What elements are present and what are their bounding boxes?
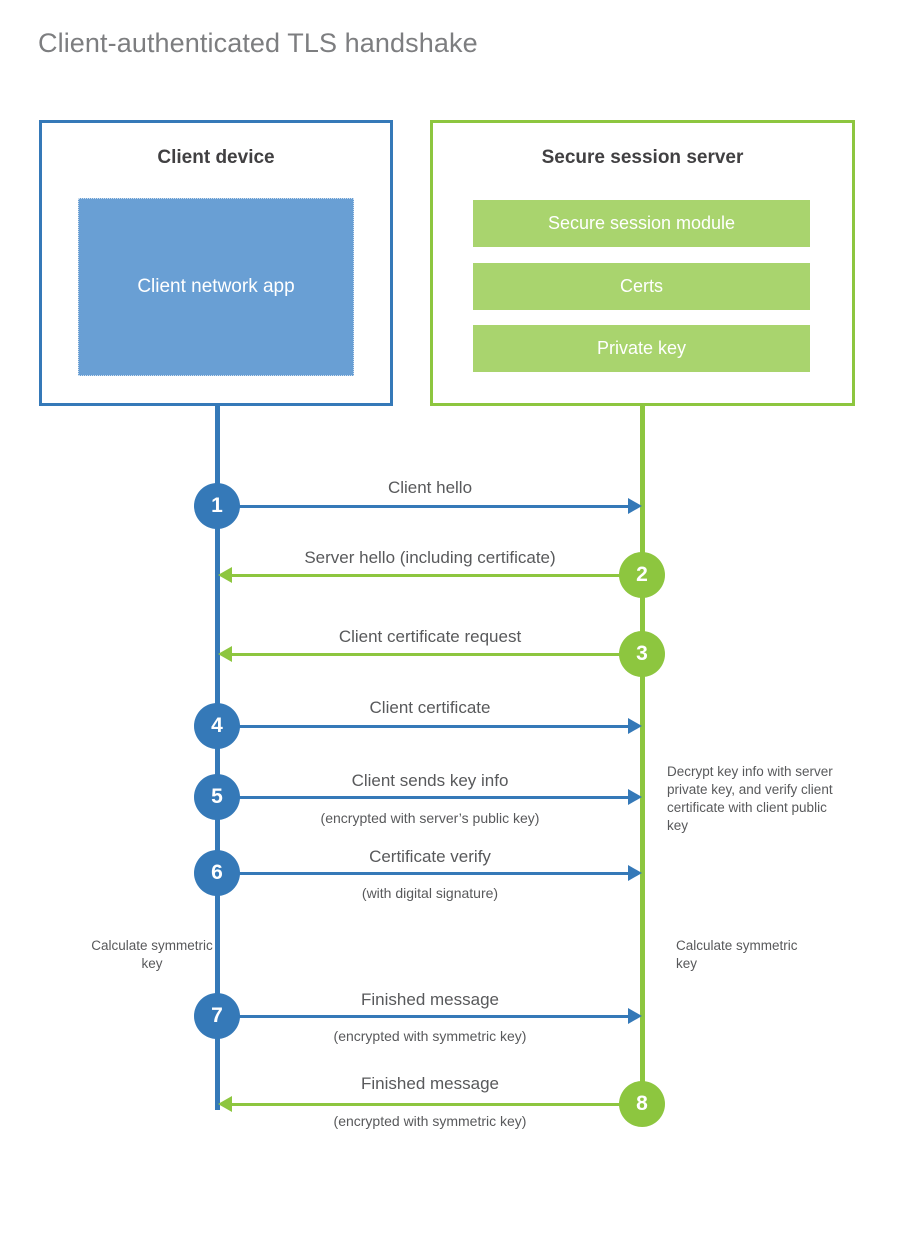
server-component-secure-session-module: Secure session module	[473, 200, 810, 247]
step-4-label: Client certificate	[369, 698, 491, 717]
step-2-label: Server hello (including certificate)	[304, 548, 556, 567]
step-5-label: Client sends key info	[351, 771, 509, 790]
step-2-arrow-line	[232, 574, 628, 577]
secure-session-server-title: Secure session server	[541, 147, 744, 168]
step-6-label: Certificate verify	[369, 847, 491, 866]
step-1-arrow-line	[218, 505, 628, 508]
step-2-circle[interactable]: 2	[619, 552, 665, 598]
step-4-circle[interactable]: 4	[194, 703, 240, 749]
step-6-sublabel: (with digital signature)	[361, 885, 499, 901]
step-1-arrow-head-right-icon	[628, 498, 642, 514]
step-6-arrow-line	[218, 872, 630, 875]
step-6-arrow-head-right-icon	[628, 865, 642, 881]
step-7-sublabel: (encrypted with symmetric key)	[333, 1028, 527, 1044]
step-8-arrow-line	[232, 1103, 628, 1106]
step-5-arrow-head-right-icon	[628, 789, 642, 805]
step-7-arrow-head-right-icon	[628, 1008, 642, 1024]
note-server-calculate-symmetric-key: Calculate symmetric key	[676, 938, 798, 971]
note-server-decrypt: Decrypt key info with server private key…	[667, 764, 833, 833]
server-component-private-key: Private key	[473, 325, 810, 372]
page-title: Client-authenticated TLS handshake	[38, 28, 478, 58]
step-3-circle[interactable]: 3	[619, 631, 665, 677]
step-8-label: Finished message	[361, 1074, 499, 1093]
step-3-label: Client certificate request	[338, 627, 522, 646]
step-6-circle[interactable]: 6	[194, 850, 240, 896]
client-network-app-label: Client network app	[137, 276, 295, 297]
step-1-label: Client hello	[387, 478, 473, 497]
client-lifeline	[215, 403, 220, 1110]
server-lifeline	[640, 403, 645, 1106]
step-2-arrow-head-left-icon	[218, 567, 232, 583]
note-client-calculate-symmetric-key: Calculate symmetric key	[91, 938, 213, 971]
step-3-arrow-line	[232, 653, 628, 656]
step-3-arrow-head-left-icon	[218, 646, 232, 662]
step-5-sublabel: (encrypted with server’s public key)	[320, 810, 540, 826]
step-5-circle[interactable]: 5	[194, 774, 240, 820]
step-8-circle[interactable]: 8	[619, 1081, 665, 1127]
actor-box-server: Secure session server Secure session mod…	[430, 120, 855, 406]
client-device-title: Client device	[157, 147, 275, 168]
step-4-arrow-line	[218, 725, 630, 728]
step-8-arrow-head-left-icon	[218, 1096, 232, 1112]
step-7-label: Finished message	[361, 990, 499, 1009]
step-8-sublabel: (encrypted with symmetric key)	[333, 1113, 527, 1129]
step-5-arrow-line	[218, 796, 630, 799]
client-network-app-block: Client network app	[78, 198, 354, 376]
step-7-circle[interactable]: 7	[194, 993, 240, 1039]
step-4-arrow-head-right-icon	[628, 718, 642, 734]
server-component-certs: Certs	[473, 263, 810, 310]
step-1-circle[interactable]: 1	[194, 483, 240, 529]
actor-box-client: Client device Client network app	[39, 120, 393, 406]
step-7-arrow-line	[218, 1015, 630, 1018]
